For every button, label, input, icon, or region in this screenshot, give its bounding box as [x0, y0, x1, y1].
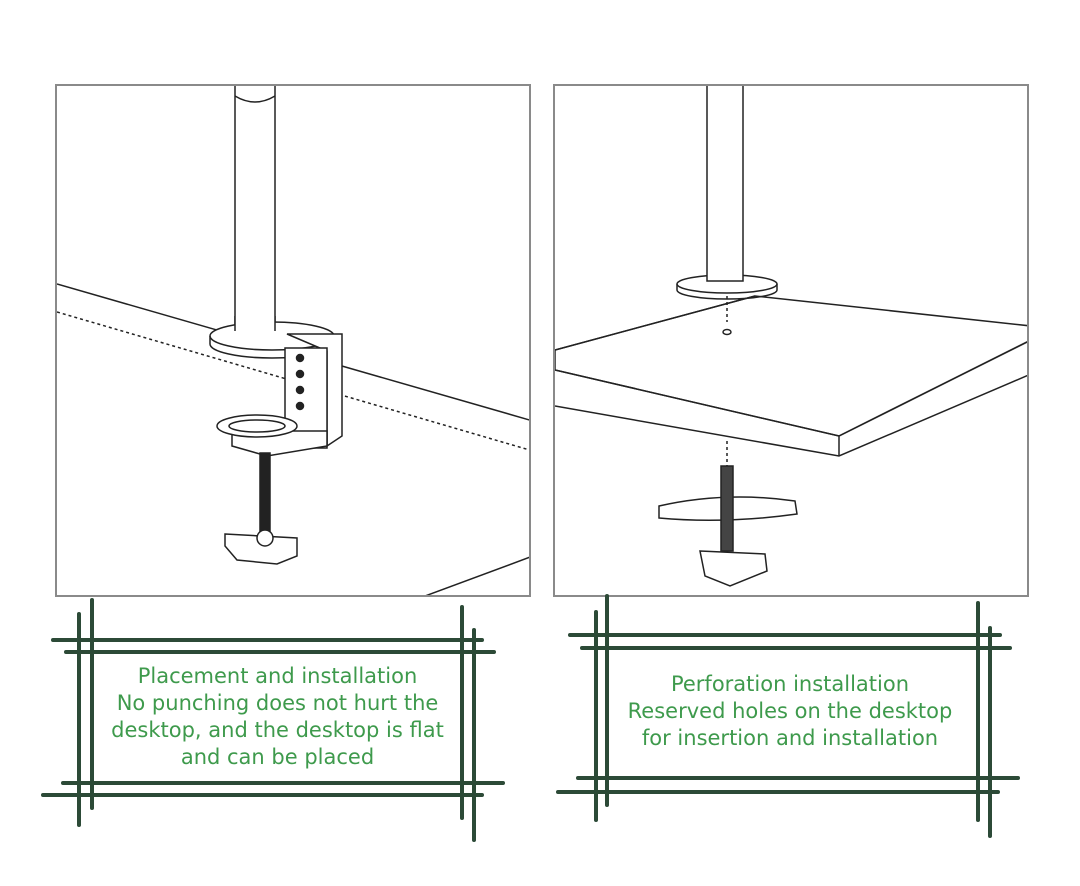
left-caption-title: Placement and installation	[137, 664, 418, 688]
left-caption-line: No punching does not hurt the	[116, 691, 439, 715]
clamp-installation-illustration	[55, 84, 531, 597]
right-caption-title: Perforation installation	[670, 672, 910, 696]
perforation-installation-illustration	[553, 84, 1029, 597]
left-caption: Placement and installation No punching d…	[95, 663, 460, 771]
right-caption-line: for insertion and installation	[641, 726, 939, 750]
left-caption-line: desktop, and the desktop is flat	[111, 718, 444, 742]
right-caption: Perforation installation Reserved holes …	[609, 671, 971, 752]
right-caption-line: Reserved holes on the desktop	[627, 699, 953, 723]
left-caption-line: and can be placed	[180, 745, 375, 769]
